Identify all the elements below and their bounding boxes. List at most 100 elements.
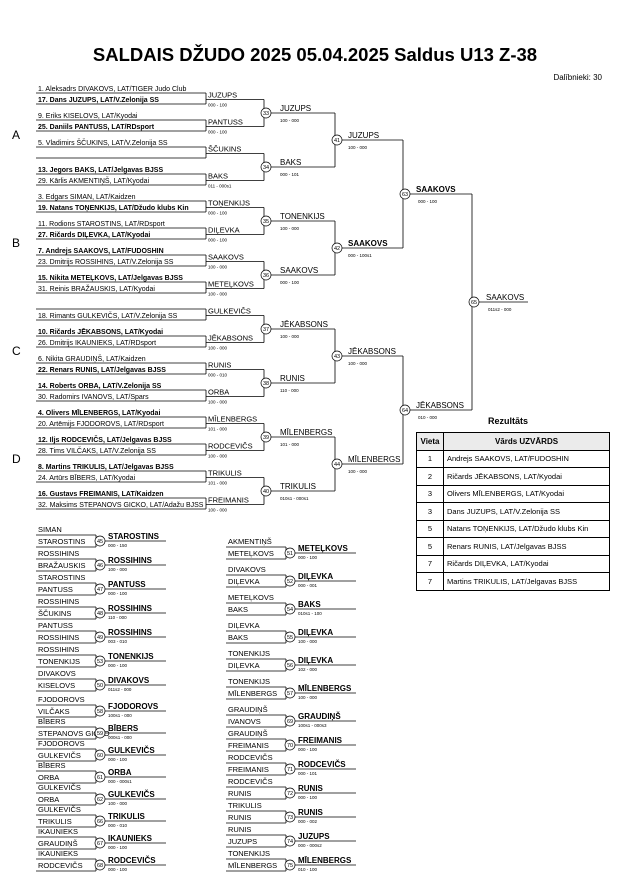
repechage-name: ORBA bbox=[38, 795, 59, 804]
match-number: 48 bbox=[97, 611, 103, 617]
repechage-name: TONENKIJS bbox=[38, 657, 80, 666]
semifinal-winner: SAAKOVS bbox=[416, 185, 456, 194]
repechage-winner: DIĻEVKA bbox=[298, 656, 333, 665]
entrant-name: 32. Maksims STEPANOVS GICKO, LAT/Adažu B… bbox=[38, 502, 204, 509]
match-score: 000 - 100 bbox=[208, 130, 228, 135]
round3-winner: MĪLENBERGS bbox=[348, 455, 400, 464]
pool-label-b: B bbox=[12, 236, 21, 250]
match-score: 100 - 000 bbox=[208, 454, 228, 459]
round1-winner: SAAKOVS bbox=[208, 253, 244, 262]
repechage-winner: DIVAKOVS bbox=[108, 676, 150, 685]
round1-winner: TOŅENKIJS bbox=[208, 199, 250, 208]
repechage-name: TONENKIJS bbox=[228, 849, 270, 858]
results-athlete: Ričards DIĻEVKA, LAT/Kyodai bbox=[443, 554, 610, 573]
repechage-winner: RUNIS bbox=[298, 808, 324, 817]
pool-label-a: A bbox=[12, 128, 21, 142]
results-athlete: Martins TRIKULIS, LAT/Jelgavas BJSS bbox=[443, 572, 610, 591]
repechage-name: KISELOVS bbox=[38, 681, 75, 690]
match-number: 57 bbox=[287, 691, 293, 697]
repechage-name: METEĻKOVS bbox=[228, 549, 274, 558]
match-score: 102 - 000 bbox=[298, 667, 318, 672]
repechage-winner: METEĻKOVS bbox=[298, 544, 348, 553]
match-number: 69 bbox=[287, 719, 293, 725]
repechage-name: GULKEVIČS bbox=[38, 805, 81, 814]
entrant-name: 17. Dans JUZUPS, LAT/V.Zelonija SS bbox=[38, 97, 159, 104]
round2-winner: TRIKULIS bbox=[280, 482, 316, 491]
round1-winner: ORBA bbox=[208, 388, 229, 397]
repechage-name: FJODOROVS bbox=[38, 695, 85, 704]
match-score: 000 - 100 bbox=[208, 238, 228, 243]
repechage-name: ŠČUKINS bbox=[38, 609, 71, 618]
match-score: 000 - 100 bbox=[108, 757, 128, 762]
match-score: 100 - 000 bbox=[208, 508, 228, 513]
match-number: 64 bbox=[402, 408, 408, 414]
repechage-name: ROSSIHINS bbox=[38, 645, 79, 654]
repechage-name: ORBA bbox=[38, 773, 59, 782]
repechage-name: DIĻEVKA bbox=[228, 577, 260, 586]
match-score: 000 - 100 bbox=[298, 795, 318, 800]
repechage-name: FREIMANIS bbox=[228, 741, 269, 750]
repechage-name: GULKEVIČS bbox=[38, 751, 81, 760]
repechage-name: TRIKULIS bbox=[228, 801, 262, 810]
match-score: 101 - 000 bbox=[280, 442, 300, 447]
results-athlete: Dans JUZUPS, LAT/V.Zelonija SS bbox=[443, 502, 610, 521]
match-score: 101 - 000 bbox=[208, 427, 228, 432]
match-score: 100 - 000 bbox=[298, 639, 318, 644]
round2-winner: RUNIS bbox=[280, 374, 305, 383]
results-athlete: Olivers MĪLENBERGS, LAT/Kyodai bbox=[443, 484, 610, 503]
round1-winner: RUNIS bbox=[208, 361, 231, 370]
repechage-name: GRAUDIŅŠ bbox=[228, 729, 268, 738]
entrant-name: 20. Artēmijs FJODOROVS, LAT/RDsport bbox=[38, 421, 164, 428]
entrant-name: 19. Natans TOŅENKIJS, LAT/Džudo klubs Ki… bbox=[38, 205, 189, 212]
participants-count: Dalībnieki: 30 bbox=[553, 73, 602, 82]
entrant-name: 4. Olivers MĪLENBERGS, LAT/Kyodai bbox=[38, 409, 160, 417]
match-number: 41 bbox=[334, 138, 340, 144]
match-score: 000 - 150 bbox=[108, 543, 128, 548]
match-number: 39 bbox=[263, 435, 269, 441]
repechage-name: VILČAKS bbox=[38, 707, 70, 716]
repechage-winner: ROSSIHINS bbox=[108, 628, 153, 637]
match-score: 100 - 000 bbox=[208, 292, 228, 297]
match-score: 100 - 000 bbox=[298, 695, 318, 700]
repechage-name: STAROSTINS bbox=[38, 573, 85, 582]
repechage-name: RODCEVIČS bbox=[228, 777, 273, 786]
repechage-winner: JUZUPS bbox=[298, 832, 330, 841]
repechage-name: ROSSIHINS bbox=[38, 549, 79, 558]
results-place: 7 bbox=[416, 554, 444, 573]
results-header-name: Vārds UZVĀRDS bbox=[443, 432, 610, 451]
match-number: 44 bbox=[334, 462, 340, 468]
results-header-row: Vieta Vārds UZVĀRDS bbox=[416, 432, 610, 451]
repechage-winner: DIĻEVKA bbox=[298, 628, 333, 637]
round1-winner: JUZUPS bbox=[208, 91, 237, 100]
repechage-winner: GULKEVIČS bbox=[108, 790, 155, 799]
match-score: 110 - 000 bbox=[108, 615, 127, 620]
entrant-name: 3. Edgars SIMAN, LAT/Kaidzen bbox=[38, 194, 136, 201]
match-score: 100 - 000 bbox=[348, 361, 368, 366]
match-number: 58 bbox=[97, 709, 103, 715]
repechage-name: RODCEVIČS bbox=[228, 753, 273, 762]
repechage-name: MĪLENBERGS bbox=[228, 861, 277, 870]
match-score: 010s1 - 000s1 bbox=[280, 496, 309, 501]
round1-winner: GULKEVIČS bbox=[208, 307, 251, 316]
match-number: 47 bbox=[97, 587, 103, 593]
entrant-name: 13. Jegors BAKS, LAT/Jelgavas BJSS bbox=[38, 167, 163, 174]
results-place: 1 bbox=[416, 449, 444, 468]
match-number: 49 bbox=[97, 635, 103, 641]
entrant-name: 10. Ričards JĒKABSONS, LAT/Kyodai bbox=[38, 328, 163, 336]
repechage-name: ROSSIHINS bbox=[38, 597, 79, 606]
round1-winner: BAKS bbox=[208, 172, 228, 181]
match-score: 000s1 - 000 bbox=[108, 735, 132, 740]
entrant-name: 29. Kārlis AKMENTIŅŠ, LAT/Kyodai bbox=[38, 176, 150, 185]
entrant-name: 23. Dmitrijs ROSSIHINS, LAT/V.Zelonija S… bbox=[38, 259, 174, 266]
repechage-name: IKAUNIEKS bbox=[38, 849, 78, 858]
repechage-name: FREIMANIS bbox=[228, 765, 269, 774]
results-place: 7 bbox=[416, 572, 444, 591]
match-score: 011s2 - 000 bbox=[488, 307, 512, 312]
semifinal-winner: JĒKABSONS bbox=[416, 401, 464, 410]
round1-winner: RODCEVIČS bbox=[208, 442, 253, 451]
round1-winner: JĒKABSONS bbox=[208, 334, 253, 343]
entrant-name: 1. Aleksadrs DIVAKOVS, LAT/TIGER Judo Cl… bbox=[38, 86, 186, 93]
